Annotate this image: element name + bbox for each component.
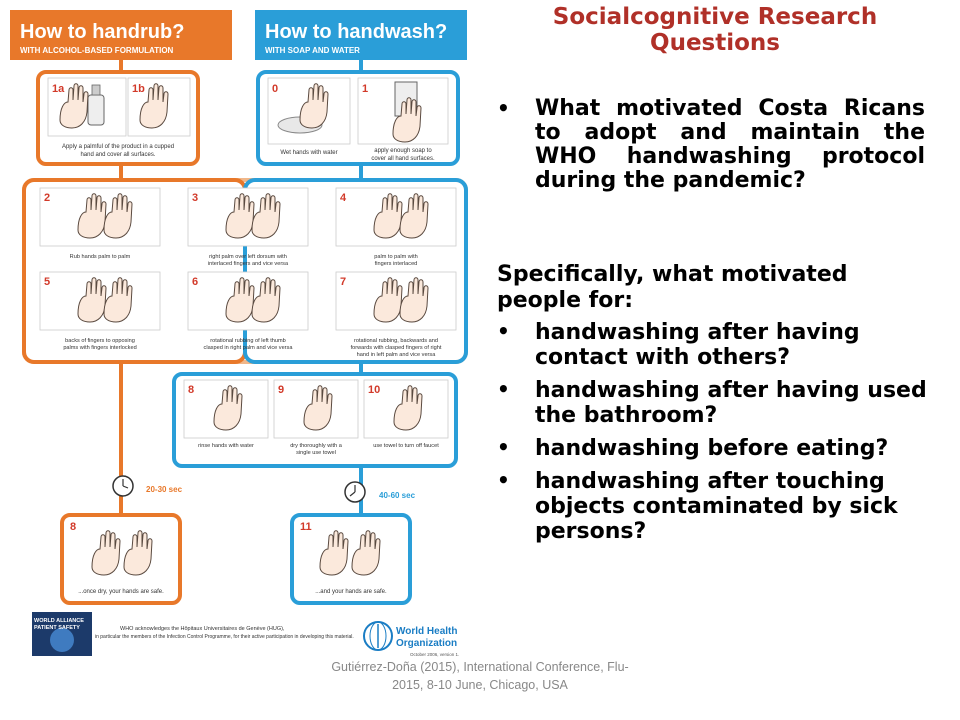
bullet-icon: • bbox=[497, 468, 510, 492]
wash-time-label: 40-60 sec bbox=[379, 491, 416, 500]
poster-version: October 2006, version 1. bbox=[410, 652, 459, 657]
specifically-heading: Specifically, what motivated people for: bbox=[497, 262, 848, 313]
step-caption: rinse hands with water bbox=[198, 443, 254, 449]
list-item: • handwashing after touching objects cont… bbox=[497, 469, 927, 544]
step-caption: dry thoroughly with a bbox=[290, 443, 343, 449]
step-caption: rotational rubbing, backwards and bbox=[354, 338, 438, 344]
list-item-text: handwashing after touching objects conta… bbox=[535, 469, 898, 544]
handrub-header bbox=[10, 10, 232, 60]
step-caption: palms with fingers interlocked bbox=[63, 345, 136, 351]
who-acknowledgement-2: in particular the members of the Infecti… bbox=[95, 634, 354, 640]
list-item: • handwashing after having used the bathr… bbox=[497, 378, 927, 428]
wash-step-0-number: 0 bbox=[272, 83, 278, 95]
who-hand-hygiene-poster: How to handrub? WITH ALCOHOL-BASED FORMU… bbox=[10, 10, 468, 657]
step-caption: right palm over left dorsum with bbox=[209, 254, 287, 260]
step-number: 10 bbox=[368, 384, 380, 396]
rub-time-label: 20-30 sec bbox=[146, 485, 183, 494]
step-number: 8 bbox=[188, 384, 194, 396]
step-caption: fingers interlaced bbox=[375, 261, 418, 267]
handwash-subtitle: WITH SOAP AND WATER bbox=[265, 46, 360, 55]
handwash-title: How to handwash? bbox=[265, 21, 447, 43]
alliance-text-2: PATIENT SAFETY bbox=[34, 625, 80, 631]
step-caption: use towel to turn off faucet bbox=[373, 443, 439, 449]
citation-footer: Gutiérrez-Doña (2015), International Con… bbox=[331, 660, 629, 692]
step-caption: interlaced fingers and vice versa bbox=[208, 261, 289, 267]
who-logo-text-2: Organization bbox=[396, 638, 457, 649]
step-caption: hand in left palm and vice versa bbox=[357, 352, 437, 358]
rub-step-1-caption: Apply a palmful of the product in a cupp… bbox=[62, 144, 174, 150]
bullet-icon: • bbox=[497, 435, 510, 459]
who-logo-text: World Health bbox=[396, 626, 457, 637]
step-caption: forwards with clasped fingers of right bbox=[351, 345, 442, 351]
list-item-text: handwashing after having used the bathro… bbox=[535, 378, 927, 428]
main-question: • What motivated Costa Ricans to adopt a… bbox=[497, 97, 925, 193]
step-caption: backs of fingers to opposing bbox=[65, 338, 135, 344]
wash-final-number: 11 bbox=[300, 521, 312, 533]
step-7: 7 rotational rubbing, backwards andforwar… bbox=[335, 271, 457, 358]
bullet-icon: • bbox=[497, 319, 510, 343]
handrub-title: How to handrub? bbox=[20, 21, 184, 43]
step-number: 7 bbox=[340, 276, 346, 288]
alliance-text: WORLD ALLIANCE bbox=[34, 618, 84, 624]
step-caption: single use towel bbox=[296, 450, 336, 456]
wash-step-1-number: 1 bbox=[362, 83, 368, 95]
step-number: 2 bbox=[44, 192, 50, 204]
wash-step-0-caption: Wet hands with water bbox=[280, 150, 337, 156]
step-number: 9 bbox=[278, 384, 284, 396]
rub-step-1-caption-2: hand and cover all surfaces. bbox=[80, 152, 155, 158]
step-caption: rotational rubbing of left thumb bbox=[210, 338, 286, 344]
main-question-text: What motivated Costa Ricans to adopt and… bbox=[535, 96, 925, 193]
list-item: • handwashing before eating? bbox=[497, 436, 927, 461]
rub-final-caption: ...once dry, your hands are safe. bbox=[78, 589, 164, 595]
step-number: 3 bbox=[192, 192, 198, 204]
step-number: 5 bbox=[44, 276, 50, 288]
wash-step-10: 10 use towel to turn off faucet bbox=[363, 379, 449, 449]
list-item-text: handwashing after having contact with ot… bbox=[535, 320, 860, 370]
rub-final-box bbox=[60, 513, 182, 605]
handwash-header bbox=[255, 10, 467, 60]
step-caption: clasped in right palm and vice versa bbox=[204, 345, 294, 351]
list-item-text: handwashing before eating? bbox=[535, 436, 889, 461]
step-caption: Rub hands palm to palm bbox=[70, 254, 131, 260]
wash-end-steps: 8 rinse hands with water 9 dry thoroughly w… bbox=[183, 379, 449, 456]
wash-step-8: 8 rinse hands with water bbox=[183, 379, 269, 449]
bullet-icon: • bbox=[497, 377, 510, 401]
bullet-icon: • bbox=[497, 96, 510, 120]
wash-final-caption: ...and your hands are safe. bbox=[315, 589, 387, 595]
handrub-subtitle: WITH ALCOHOL-BASED FORMULATION bbox=[20, 46, 174, 55]
step-number: 4 bbox=[340, 192, 347, 204]
step-caption: palm to palm with bbox=[374, 254, 418, 260]
wash-final-box bbox=[290, 513, 412, 605]
wash-step-1-caption-2: cover all hand surfaces. bbox=[371, 156, 435, 162]
rub-final-number: 8 bbox=[70, 521, 76, 533]
step-number: 6 bbox=[192, 276, 198, 288]
wash-step-1-caption: apply enough soap to bbox=[374, 148, 432, 154]
question-list: • handwashing after having contact with o… bbox=[497, 320, 927, 552]
rub-step-1b-number: 1b bbox=[132, 83, 145, 95]
slide-title: Socialcognitive Research Questions bbox=[552, 4, 878, 56]
list-item: • handwashing after having contact with o… bbox=[497, 320, 927, 370]
rub-step-1a-number: 1a bbox=[52, 83, 65, 95]
step-6: 6 rotational rubbing of left thumbclasped… bbox=[187, 271, 309, 351]
step-3: 3 right palm over left dorsum withinterla… bbox=[187, 187, 309, 267]
who-acknowledgement: WHO acknowledges the Hôpitaux Universita… bbox=[120, 626, 285, 632]
